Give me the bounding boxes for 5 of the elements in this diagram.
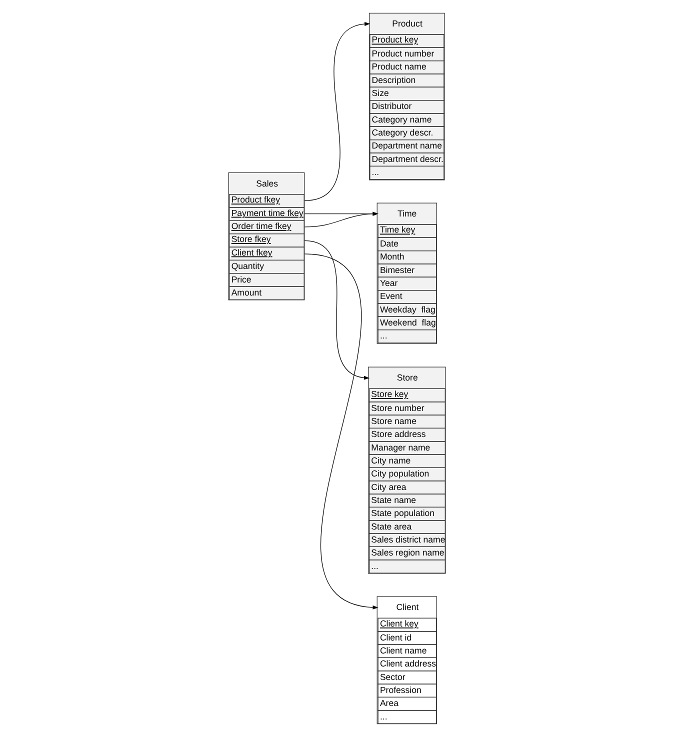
arrow — [304, 240, 370, 380]
arrow — [304, 212, 378, 228]
arrow — [304, 22, 370, 201]
arrow — [304, 254, 378, 610]
arrow — [304, 212, 378, 216]
